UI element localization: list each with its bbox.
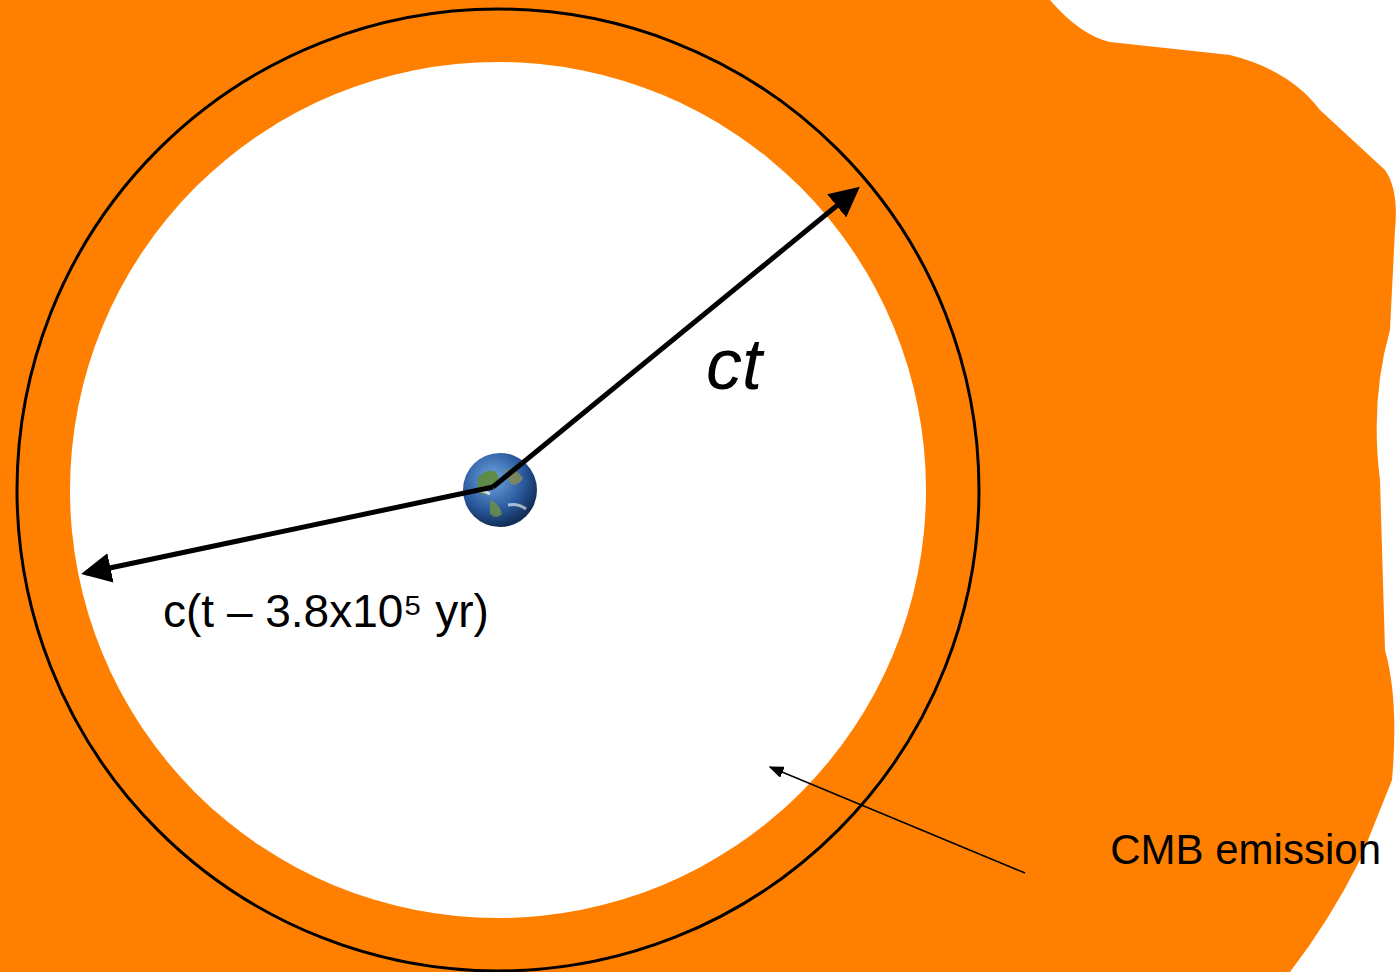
- radius-label: ct: [706, 328, 762, 400]
- radius-arrow-last-scattering: [86, 487, 493, 573]
- radius-label: c(t – 3.8x10⁵ yr): [163, 588, 489, 634]
- white-disc: [70, 62, 926, 918]
- leader-line: [770, 767, 1025, 873]
- horizon-circle: [17, 9, 979, 971]
- radius-arrow-ct: [493, 190, 856, 487]
- region-label: CMB emission: [1110, 829, 1381, 871]
